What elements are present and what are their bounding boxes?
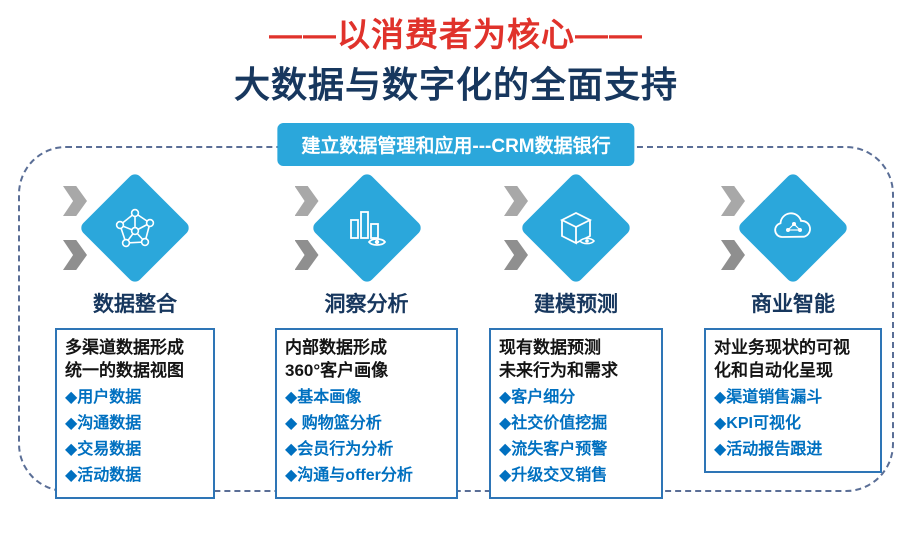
chevron-right-icon — [721, 186, 745, 216]
column-heading: 建模预测 — [534, 293, 618, 316]
icon-area — [55, 168, 215, 292]
box-bold-line: 对业务现状的可视 — [714, 338, 850, 357]
cloud-network-icon — [736, 171, 850, 285]
list-item: ◆沟通与offer分析 — [285, 467, 413, 484]
list-item: ◆社交价值挖掘 — [499, 415, 608, 432]
column-heading: 数据整合 — [93, 293, 177, 316]
chevron-right-icon — [504, 186, 528, 216]
chevron-right-icon — [294, 186, 319, 216]
chevron-right-icon — [63, 186, 87, 216]
list-item: ◆活动报告跟进 — [714, 441, 823, 458]
column-modeling-prediction: 建模预测 现有数据预测 未来行为和需求 ◆客户细分 ◆社交价值挖掘 ◆流失客户预… — [489, 168, 663, 499]
list-item: ◆客户细分 — [499, 389, 576, 406]
bar-chart-eye-icon — [309, 171, 424, 285]
column-box: 对业务现状的可视 化和自动化呈现 ◆渠道销售漏斗 ◆KPI可视化 ◆活动报告跟进 — [704, 328, 882, 473]
list-item: ◆会员行为分析 — [285, 441, 394, 458]
main-title: ——以消费者为核心—— — [269, 16, 643, 53]
list-item: ◆KPI可视化 — [714, 415, 801, 432]
list-item: ◆ 购物篮分析 — [285, 415, 382, 432]
column-box: 内部数据形成 360°客户画像 ◆基本画像 ◆ 购物篮分析 ◆会员行为分析 ◆沟… — [275, 328, 458, 499]
column-box: 现有数据预测 未来行为和需求 ◆客户细分 ◆社交价值挖掘 ◆流失客户预警 ◆升级… — [489, 328, 663, 499]
column-business-intelligence: 商业智能 对业务现状的可视 化和自动化呈现 ◆渠道销售漏斗 ◆KPI可视化 ◆活… — [704, 168, 882, 473]
network-graph-icon — [78, 171, 192, 285]
chevron-right-icon — [294, 240, 319, 270]
bullet-list: ◆客户细分 ◆社交价值挖掘 ◆流失客户预警 ◆升级交叉销售 — [499, 385, 657, 489]
list-item: ◆活动数据 — [65, 467, 142, 484]
bullet-list: ◆渠道销售漏斗 ◆KPI可视化 ◆活动报告跟进 — [714, 385, 876, 463]
list-item: ◆渠道销售漏斗 — [714, 389, 823, 406]
list-item: ◆基本画像 — [285, 389, 362, 406]
bullet-list: ◆用户数据 ◆沟通数据 ◆交易数据 ◆活动数据 — [65, 385, 209, 489]
box-bold-line: 内部数据形成 — [285, 338, 387, 357]
icon-area — [489, 168, 663, 292]
chevron-right-icon — [721, 240, 745, 270]
column-heading: 商业智能 — [751, 293, 835, 316]
list-item: ◆交易数据 — [65, 441, 142, 458]
icon-area — [704, 168, 882, 292]
list-item: ◆流失客户预警 — [499, 441, 608, 458]
icon-area — [275, 168, 458, 292]
box-bold-line: 统一的数据视图 — [65, 361, 184, 380]
column-data-integration: 数据整合 多渠道数据形成 统一的数据视图 ◆用户数据 ◆沟通数据 ◆交易数据 ◆… — [55, 168, 215, 499]
banner: 建立数据管理和应用---CRM数据银行 — [277, 123, 635, 166]
list-item: ◆用户数据 — [65, 389, 142, 406]
column-heading: 洞察分析 — [324, 293, 409, 316]
bullet-list: ◆基本画像 ◆ 购物篮分析 ◆会员行为分析 ◆沟通与offer分析 — [285, 385, 452, 489]
column-box: 多渠道数据形成 统一的数据视图 ◆用户数据 ◆沟通数据 ◆交易数据 ◆活动数据 — [55, 328, 215, 499]
box-bold-line: 现有数据预测 — [499, 338, 601, 357]
column-insight-analysis: 洞察分析 内部数据形成 360°客户画像 ◆基本画像 ◆ 购物篮分析 ◆会员行为… — [275, 168, 458, 499]
chevron-right-icon — [504, 240, 528, 270]
box-bold-line: 360°客户画像 — [285, 361, 389, 380]
subtitle: 大数据与数字化的全面支持 — [233, 64, 678, 105]
box-bold-line: 化和自动化呈现 — [714, 361, 833, 380]
list-item: ◆沟通数据 — [65, 415, 142, 432]
box-bold-line: 多渠道数据形成 — [65, 338, 184, 357]
box-bold-line: 未来行为和需求 — [499, 361, 618, 380]
chevron-right-icon — [63, 240, 87, 270]
list-item: ◆升级交叉销售 — [499, 467, 608, 484]
cube-eye-icon — [519, 171, 633, 285]
